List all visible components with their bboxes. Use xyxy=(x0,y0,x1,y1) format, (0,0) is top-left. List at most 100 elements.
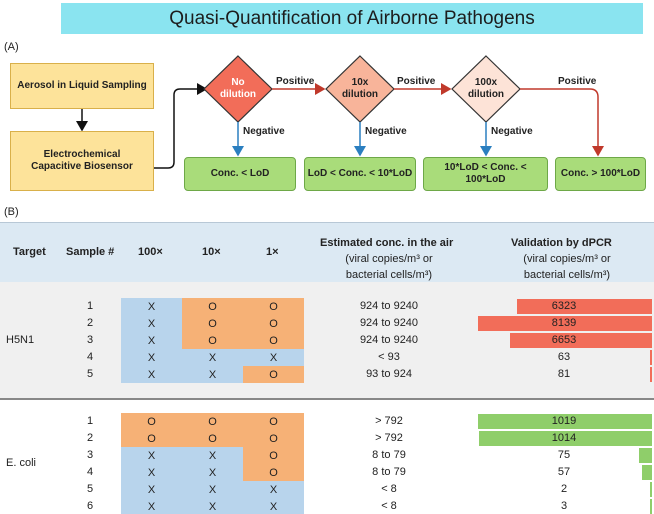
dpcr-bar xyxy=(478,316,652,331)
sample-number: 5 xyxy=(86,368,94,380)
label-positive-1: Positive xyxy=(276,76,315,87)
result-cell-d10: X xyxy=(182,464,243,481)
result-cell-d10: X xyxy=(182,366,243,383)
result-cell-d1: X xyxy=(243,498,304,514)
result-cell-d100: X xyxy=(121,447,182,464)
dpcr-value: 1014 xyxy=(551,432,577,444)
result-cell-d10: O xyxy=(182,430,243,447)
result-cell-d1: O xyxy=(243,464,304,481)
dpcr-value: 63 xyxy=(557,351,571,363)
result-cell-d10: X xyxy=(182,447,243,464)
arrow-positive-3 xyxy=(520,88,604,157)
sample-number: 1 xyxy=(86,415,94,427)
estimated-conc: 93 to 924 xyxy=(366,368,412,380)
result-cell-d1: O xyxy=(243,430,304,447)
estimated-conc: < 93 xyxy=(378,351,400,363)
dpcr-bar xyxy=(650,482,652,497)
label-negative-3: Negative xyxy=(491,126,533,137)
arrow-biosensor-diamond xyxy=(154,83,208,169)
result-cell-d100: O xyxy=(121,430,182,447)
result-cell-d100: X xyxy=(121,464,182,481)
dpcr-bar xyxy=(509,333,652,348)
dpcr-value: 6323 xyxy=(551,300,577,312)
diamond-label-100x: 100x dilution xyxy=(467,76,505,101)
result-cell-d10: O xyxy=(182,298,243,315)
result-above-100lod: Conc. > 100*LoD xyxy=(555,157,646,191)
sampling-box: Aerosol in Liquid Sampling xyxy=(10,63,154,109)
header-validation: Validation by dPCR xyxy=(511,237,612,249)
header-10x: 10× xyxy=(202,246,221,258)
sample-number: 5 xyxy=(86,483,94,495)
panel-label-a: (A) xyxy=(4,41,19,53)
dpcr-value: 2 xyxy=(560,483,568,495)
estimated-conc: 924 to 9240 xyxy=(359,317,419,329)
label-negative-1: Negative xyxy=(243,126,285,137)
estimated-conc: < 8 xyxy=(381,500,397,512)
result-cell-d100: X xyxy=(121,332,182,349)
flowchart-graphics: Positive Positive Positive Negative Nega… xyxy=(76,55,604,169)
header-estimated: Estimated conc. in the air xyxy=(320,237,454,249)
label-negative-2: Negative xyxy=(365,126,407,137)
diamond-label-no-dilution: No dilution xyxy=(219,76,257,101)
sample-number: 2 xyxy=(86,317,94,329)
result-cell-d100: X xyxy=(121,366,182,383)
result-cell-d10: X xyxy=(182,481,243,498)
result-cell-d100: X xyxy=(121,298,182,315)
dpcr-value: 75 xyxy=(557,449,571,461)
estimated-conc: 8 to 79 xyxy=(372,466,406,478)
target-label: E. coli xyxy=(6,457,36,469)
sample-number: 3 xyxy=(86,449,94,461)
dpcr-bar xyxy=(639,448,652,463)
dpcr-value: 81 xyxy=(557,368,571,380)
header-validation-units: (viral copies/m³ or bacterial cells/m³) xyxy=(500,252,634,284)
result-cell-d1: O xyxy=(243,298,304,315)
estimated-conc: > 792 xyxy=(375,415,403,427)
result-cell-d100: X xyxy=(121,315,182,332)
result-cell-d10: O xyxy=(182,315,243,332)
result-cell-d1: O xyxy=(243,413,304,430)
sample-number: 3 xyxy=(86,334,94,346)
dpcr-value: 8139 xyxy=(551,317,577,329)
result-cell-d10: X xyxy=(182,498,243,514)
estimated-conc: 924 to 9240 xyxy=(359,300,419,312)
table-top-rule xyxy=(0,222,654,223)
sample-number: 4 xyxy=(86,351,94,363)
result-lod-10lod: LoD < Conc. < 10*LoD xyxy=(304,157,416,191)
header-validation-units-line2: bacterial cells/m³) xyxy=(523,268,611,281)
result-cell-d1: O xyxy=(243,332,304,349)
label-positive-3: Positive xyxy=(558,76,597,87)
sample-number: 6 xyxy=(86,500,94,512)
result-cell-d1: O xyxy=(243,315,304,332)
result-cell-d10: O xyxy=(182,413,243,430)
header-estimated-units: (viral copies/m³ or bacterial cells/m³) xyxy=(322,252,456,284)
result-cell-d1: X xyxy=(243,349,304,366)
result-10lod-100lod: 10*LoD < Conc. < 100*LoD xyxy=(423,157,548,191)
group-separator xyxy=(0,398,654,400)
panel-label-b: (B) xyxy=(4,206,19,218)
header-100x: 100× xyxy=(138,246,163,258)
figure-title: Quasi-Quantification of Airborne Pathoge… xyxy=(61,3,643,34)
result-cell-d100: X xyxy=(121,481,182,498)
header-target: Target xyxy=(13,246,46,258)
result-cell-d1: O xyxy=(243,366,304,383)
estimated-conc: > 792 xyxy=(375,432,403,444)
dpcr-value: 3 xyxy=(560,500,568,512)
result-cell-d100: O xyxy=(121,413,182,430)
dpcr-bar xyxy=(650,499,652,514)
header-sample: Sample # xyxy=(66,246,115,258)
dpcr-bar xyxy=(650,350,652,365)
result-below-lod: Conc. < LoD xyxy=(184,157,296,191)
sample-number: 2 xyxy=(86,432,94,444)
biosensor-box: Electrochemical Capacitive Biosensor xyxy=(10,131,154,191)
result-cell-d100: X xyxy=(121,498,182,514)
target-label: H5N1 xyxy=(6,333,35,346)
estimated-conc: 8 to 79 xyxy=(372,449,406,461)
result-cell-d1: X xyxy=(243,481,304,498)
table-header-band xyxy=(0,222,654,282)
dpcr-bar xyxy=(478,414,652,429)
dpcr-value: 6653 xyxy=(551,334,577,346)
dpcr-value: 57 xyxy=(557,466,571,478)
dpcr-bar xyxy=(516,299,652,314)
result-cell-d10: X xyxy=(182,349,243,366)
result-cell-d1: O xyxy=(243,447,304,464)
